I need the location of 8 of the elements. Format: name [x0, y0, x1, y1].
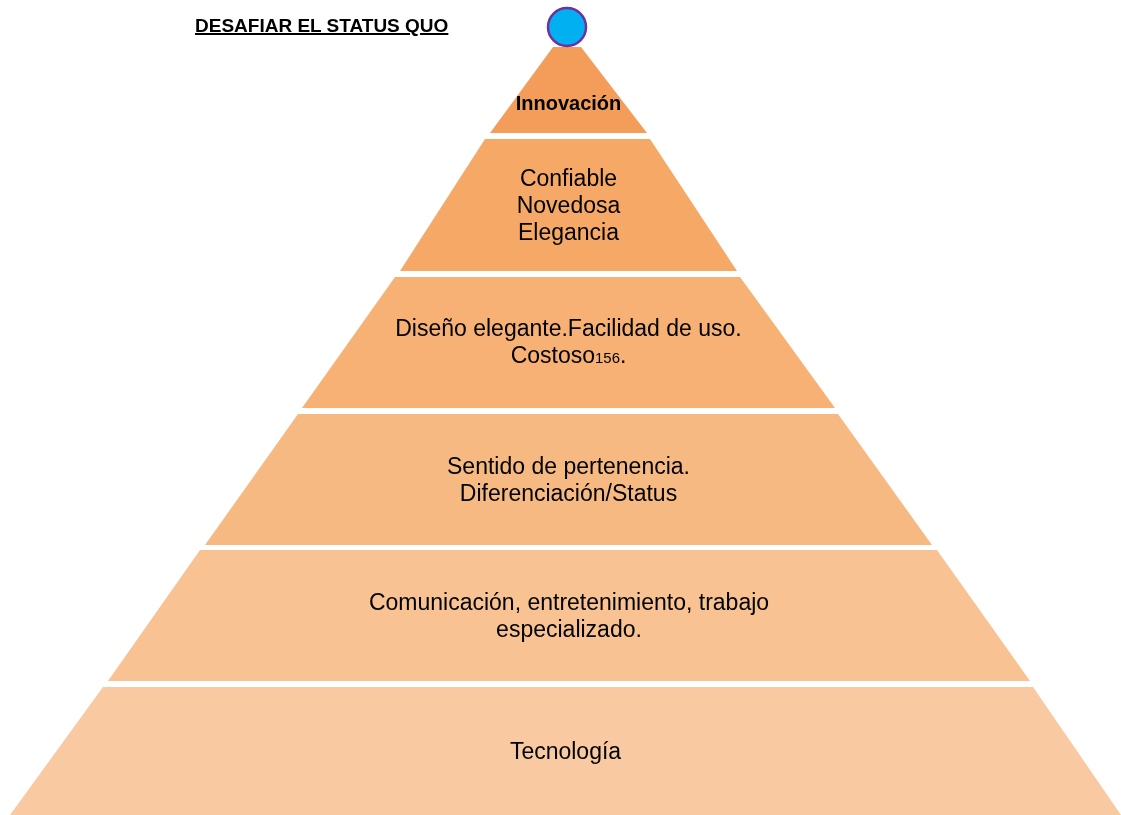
circle-marker — [546, 6, 588, 48]
level-text: Tecnología — [509, 737, 622, 765]
level-text: Sentido de pertenencia. Diferenciación/Status — [446, 452, 691, 507]
level-text: Comunicación, entretenimiento, trabajo especializado. — [367, 588, 771, 643]
level-text: Innovación — [515, 91, 622, 116]
level-text: Confiable Novedosa Elegancia — [515, 164, 622, 246]
heading: DESAFIAR EL STATUS QUO — [195, 15, 449, 37]
pyramid-level — [10, 687, 1121, 815]
